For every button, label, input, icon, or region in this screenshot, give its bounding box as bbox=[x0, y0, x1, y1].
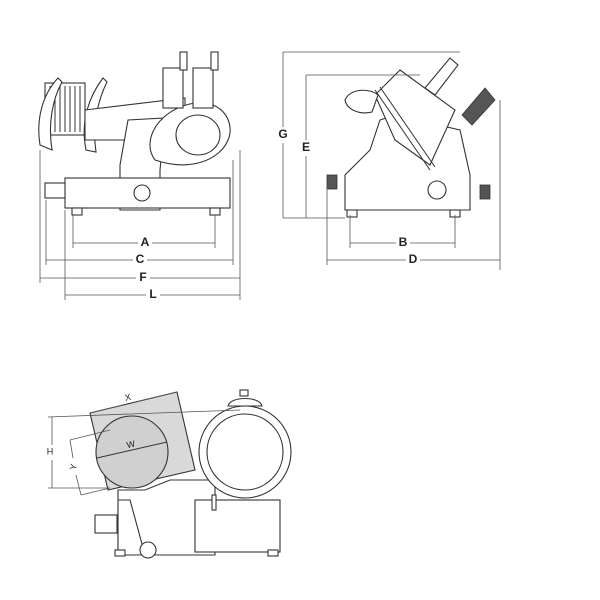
capacity-dimensions: X Y W H bbox=[47, 391, 241, 496]
blade-cap bbox=[227, 397, 263, 407]
dimension-label-w: W bbox=[126, 438, 137, 450]
dimension-label-b: B bbox=[399, 235, 408, 249]
side-grip bbox=[461, 87, 496, 126]
side-carriage bbox=[374, 69, 456, 166]
side-dimensions: G E B D bbox=[278, 51, 501, 270]
foot bbox=[209, 207, 221, 216]
foot bbox=[346, 209, 358, 218]
handle-left bbox=[38, 77, 63, 151]
foot bbox=[267, 549, 279, 557]
capacity-column bbox=[117, 499, 146, 556]
dimension-label-g: G bbox=[278, 127, 287, 141]
dimension-label-a: A bbox=[141, 235, 150, 249]
side-power-switch bbox=[427, 180, 447, 200]
dimension-label-h: H bbox=[47, 446, 54, 456]
thickness-knob bbox=[44, 182, 66, 199]
blade-inner bbox=[206, 413, 284, 491]
product-circle bbox=[95, 415, 169, 489]
capacity-view bbox=[89, 389, 292, 559]
dimension-label-l: L bbox=[149, 287, 156, 301]
dimension-label-x: X bbox=[124, 392, 132, 403]
dimension-label-f: F bbox=[139, 270, 146, 284]
sharpener-knob-right bbox=[210, 51, 219, 71]
dimension-label-c: C bbox=[136, 252, 145, 266]
side-knob-left bbox=[326, 174, 338, 190]
side-knob-right bbox=[479, 184, 491, 200]
capacity-body bbox=[194, 499, 281, 553]
sharpener-right bbox=[192, 67, 214, 109]
sharpener-left bbox=[162, 67, 184, 109]
blade-edge bbox=[374, 89, 431, 171]
diameter-line-w bbox=[96, 441, 168, 459]
blade-cap-knob bbox=[239, 389, 249, 397]
side-view bbox=[326, 57, 496, 218]
side-handle bbox=[424, 57, 459, 96]
blade bbox=[175, 114, 221, 156]
front-view bbox=[38, 51, 231, 216]
dimension-label-e: E bbox=[302, 140, 310, 154]
capacity-knob bbox=[94, 514, 118, 534]
front-dimensions: A C F L bbox=[39, 150, 241, 301]
blade-pin bbox=[211, 494, 217, 511]
foot bbox=[71, 207, 83, 216]
sharpener-knob-left bbox=[179, 51, 188, 71]
foot bbox=[114, 549, 126, 557]
dimension-label-d: D bbox=[409, 252, 418, 266]
power-switch bbox=[133, 184, 151, 202]
capacity-switch bbox=[139, 541, 157, 559]
side-pusher bbox=[344, 89, 379, 114]
dimension-label-y: Y bbox=[68, 463, 79, 471]
